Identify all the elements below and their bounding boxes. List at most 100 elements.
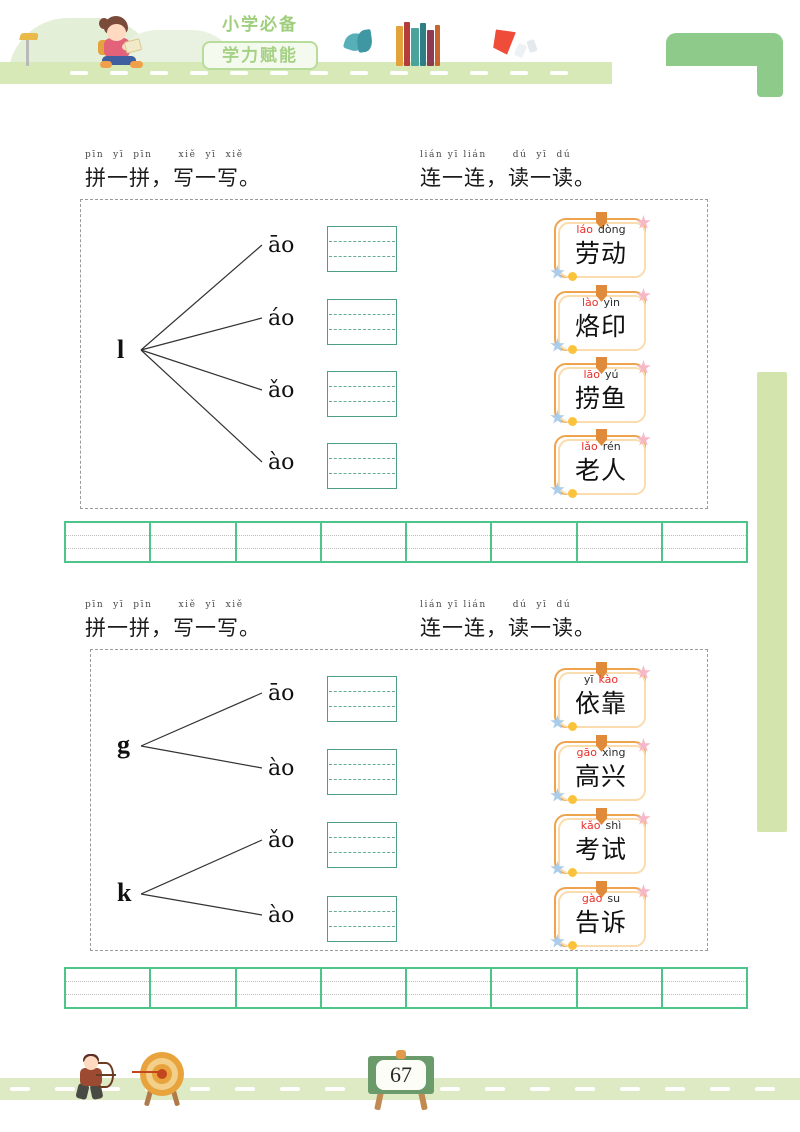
section-2-write-box-2[interactable] bbox=[327, 749, 397, 795]
practice-cell[interactable] bbox=[492, 969, 578, 1007]
section-1-card-1-word: 劳动 bbox=[574, 239, 627, 268]
pencil-tip-icon bbox=[596, 357, 607, 374]
pencil-tip-icon bbox=[596, 212, 607, 229]
road-dash bbox=[350, 71, 368, 75]
dot-icon-yellow bbox=[568, 417, 577, 426]
dot-icon-yellow bbox=[568, 489, 577, 498]
easel-board-icon: 67 bbox=[368, 1050, 434, 1112]
road-dash bbox=[310, 71, 328, 75]
section-1-syllable-1: āo bbox=[268, 233, 295, 258]
section-2-letter-k: k bbox=[117, 878, 132, 907]
practice-cell[interactable] bbox=[321, 969, 407, 1007]
archery-target-icon bbox=[132, 1052, 184, 1107]
practice-cell[interactable] bbox=[577, 969, 663, 1007]
page-footer: 67 bbox=[0, 1036, 800, 1132]
section-1-syllable-2: áo bbox=[268, 306, 295, 331]
section-2-syllable-2: ào bbox=[268, 756, 295, 781]
practice-cell[interactable] bbox=[577, 523, 663, 561]
section-1-write-box-1[interactable] bbox=[327, 226, 397, 272]
corner-decoration-top-right-vertical bbox=[757, 33, 783, 97]
pencil-tip-icon bbox=[596, 285, 607, 302]
section-1-title-right-text: 连一连，读一读。 bbox=[420, 166, 596, 190]
practice-cell[interactable] bbox=[407, 523, 493, 561]
girl-reading-icon bbox=[92, 14, 144, 72]
section-2-write-box-3[interactable] bbox=[327, 822, 397, 868]
page-number: 67 bbox=[376, 1060, 426, 1090]
section-2-write-box-4[interactable] bbox=[327, 896, 397, 942]
road-dash bbox=[430, 71, 448, 75]
practice-cell[interactable] bbox=[407, 969, 493, 1007]
section-1-write-box-4[interactable] bbox=[327, 443, 397, 489]
dot-icon-yellow bbox=[568, 795, 577, 804]
header-road-band bbox=[0, 62, 612, 84]
road-dash bbox=[270, 71, 288, 75]
practice-cell[interactable] bbox=[66, 969, 152, 1007]
practice-cell[interactable] bbox=[151, 523, 237, 561]
archer-icon bbox=[74, 1054, 116, 1101]
section-1-write-box-2[interactable] bbox=[327, 299, 397, 345]
practice-cell[interactable] bbox=[151, 969, 237, 1007]
road-dash bbox=[110, 71, 128, 75]
dot-icon-yellow bbox=[568, 722, 577, 731]
section-2-card-1-word: 依靠 bbox=[574, 689, 627, 718]
practice-strip-1[interactable] bbox=[64, 521, 748, 563]
road-dash bbox=[230, 71, 248, 75]
practice-cell[interactable] bbox=[66, 523, 152, 561]
road-dash bbox=[510, 71, 528, 75]
practice-cell[interactable] bbox=[236, 523, 322, 561]
road-dash bbox=[390, 71, 408, 75]
road-dash bbox=[150, 71, 168, 75]
books-stack-icon bbox=[396, 22, 440, 66]
section-1-title-left-text: 拼一拼，写一写。 bbox=[85, 166, 261, 190]
road-dash bbox=[470, 71, 488, 75]
section-2-title-left-text: 拼一拼，写一写。 bbox=[85, 616, 261, 640]
practice-cell[interactable] bbox=[236, 969, 322, 1007]
practice-strip-2[interactable] bbox=[64, 967, 748, 1009]
dot-icon-yellow bbox=[568, 345, 577, 354]
practice-cell[interactable] bbox=[662, 523, 746, 561]
pencil-tip-icon bbox=[596, 881, 607, 898]
section-2-card-3-word: 考试 bbox=[574, 835, 627, 864]
brand-badge-top: 小学必备 bbox=[222, 15, 298, 35]
practice-cell[interactable] bbox=[662, 969, 746, 1007]
practice-cell[interactable] bbox=[492, 523, 578, 561]
page-header: 小学必备 学力赋能 bbox=[0, 0, 800, 100]
practice-cell[interactable] bbox=[321, 523, 407, 561]
road-dash bbox=[550, 71, 568, 75]
street-lamp-icon bbox=[26, 38, 29, 66]
road-dash bbox=[190, 71, 208, 75]
pencil-tip-icon bbox=[596, 429, 607, 446]
section-2-title-right-text: 连一连，读一读。 bbox=[420, 616, 596, 640]
section-1-syllable-3: ǎo bbox=[268, 378, 295, 403]
section-2-syllable-4: ào bbox=[268, 903, 295, 928]
road-dash bbox=[70, 71, 88, 75]
section-2-write-box-1[interactable] bbox=[327, 676, 397, 722]
section-2-card-2-word: 高兴 bbox=[574, 762, 627, 791]
section-1-write-box-3[interactable] bbox=[327, 371, 397, 417]
section-1-card-4-word: 老人 bbox=[574, 456, 627, 485]
